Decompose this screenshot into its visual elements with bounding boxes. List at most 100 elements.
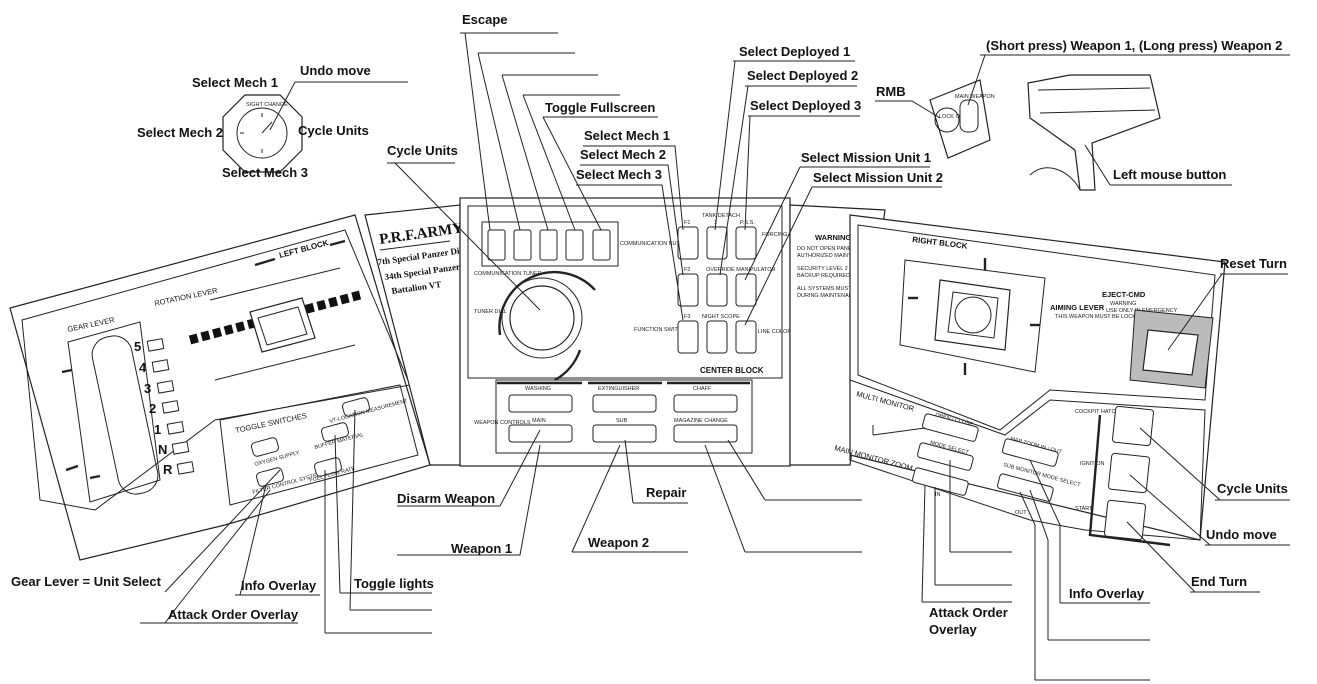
function-switches	[677, 226, 757, 354]
rmb-button[interactable]	[934, 107, 960, 133]
callout-disarm-weapon: Disarm Weapon	[397, 491, 495, 506]
left-block-panel: LEFT BLOCK GEAR LEVER 5 4 3 2 1 N R ROTA…	[9, 214, 431, 561]
fuel-flow-switch[interactable]	[314, 457, 343, 477]
warning-text: SECURITY LEVEL 2 OR HIGHER	[797, 266, 880, 272]
warning-text: DO NOT OPEN PANEL UNLESS	[797, 246, 878, 252]
aiming-lever[interactable]	[934, 279, 1011, 351]
gear-indicators: 5 4 3 2 1 N R	[134, 338, 195, 477]
eject-warning: WARNING	[1110, 301, 1136, 307]
select-mech-2-button[interactable]	[677, 273, 699, 307]
map-zoom-button[interactable]	[1002, 438, 1059, 467]
weapon-1-button[interactable]	[508, 424, 573, 443]
callout-reset-turn: Reset Turn	[1220, 256, 1287, 271]
select-mission-unit-1-button[interactable]	[735, 273, 757, 307]
callout-select-mech-1: Select Mech 1	[584, 128, 670, 143]
select-mech-3-button[interactable]	[677, 320, 699, 354]
ignition-label: IGNITION	[1080, 461, 1104, 467]
callout-select-mission-unit-2: Select Mission Unit 2	[813, 170, 943, 185]
gear-label: R	[163, 462, 173, 477]
callout-select-mech-3-knob: Select Mech 3	[222, 165, 308, 180]
callout-end-turn: End Turn	[1191, 574, 1247, 589]
cycle-units-button[interactable]	[1112, 405, 1154, 447]
warning-text: ALL SYSTEMS MUST BE SHUTDOWN	[797, 286, 894, 292]
buffer-material-switch[interactable]	[321, 422, 350, 442]
warning-text: DURING MAINTENANCE	[797, 293, 861, 299]
callout-select-deployed-1: Select Deployed 1	[739, 44, 850, 59]
center-block-panel: CENTER BLOCK COMMUNICATION BUTTONS COMMU…	[459, 197, 841, 467]
night-scope-label: NIGHT SCOPE	[702, 314, 740, 320]
oxygen-supply-switch[interactable]	[251, 437, 280, 457]
washing-button[interactable]	[508, 394, 573, 413]
function-switches-label: FUNCTION SWITCHES	[634, 327, 693, 333]
select-deployed-2-button[interactable]	[706, 273, 728, 307]
aiming-lever-sub: THIS WEAPON MUST BE LOCK ON TRIGGER	[1055, 314, 1172, 320]
callout-repair: Repair	[646, 485, 686, 500]
callout-select-mech-2-knob: Select Mech 2	[137, 125, 223, 140]
gear-lever-slot[interactable]	[89, 333, 161, 498]
filter-control-switch[interactable]	[256, 467, 285, 487]
gear-2-indicator[interactable]	[161, 400, 180, 414]
comm-button-3[interactable]	[539, 229, 558, 261]
out-label: OUT	[1015, 510, 1027, 516]
gear-label: N	[158, 442, 167, 457]
aiming-frame	[899, 259, 1046, 373]
multi-monitor-open-close-button[interactable]	[922, 413, 979, 442]
end-turn-button[interactable]	[1104, 499, 1146, 541]
callout-attack-order-left: Attack Order Overlay	[168, 607, 299, 622]
gear-5-indicator[interactable]	[146, 338, 165, 352]
gear-r-indicator[interactable]	[176, 461, 195, 475]
night-scope-button[interactable]	[706, 320, 728, 354]
select-deployed-1-button[interactable]	[706, 226, 728, 260]
sight-change-dial[interactable]	[236, 107, 288, 159]
main-monitor-zoom-button[interactable]	[912, 467, 969, 496]
override-label: OVERRIDE MANIPULATOR	[706, 267, 776, 273]
callout-weapon-2: Weapon 2	[588, 535, 649, 550]
gear-4-indicator[interactable]	[151, 359, 170, 373]
lock-on-label: LOCK ON	[939, 114, 964, 120]
callout-select-mission-unit-1: Select Mission Unit 1	[801, 150, 931, 165]
right-block-panel: RIGHT BLOCK AIMING LEVER THIS WEAPON MUS…	[833, 214, 1226, 547]
callout-attack-order-right: Attack Order	[929, 605, 1008, 620]
gear-label: 4	[139, 360, 147, 375]
chaff-button[interactable]	[673, 394, 738, 413]
gear-label: 2	[149, 401, 156, 416]
callout-attack-order-right-2: Overlay	[929, 622, 977, 637]
escape-button[interactable]	[487, 229, 506, 261]
extinguisher-label: EXTINGUISHER	[598, 386, 639, 392]
gear-n-indicator[interactable]	[171, 441, 190, 455]
f3-label: F3	[684, 314, 690, 320]
callout-toggle-fullscreen: Toggle Fullscreen	[545, 100, 655, 115]
callout-select-mech-3: Select Mech 3	[576, 167, 662, 182]
callout-cycle-units-dial: Cycle Units	[387, 143, 458, 158]
main-label: MAIN	[532, 418, 546, 424]
comm-button-2[interactable]	[513, 229, 532, 261]
reset-turn-button[interactable]	[1142, 329, 1199, 376]
weapon-2-button[interactable]	[592, 424, 657, 443]
callout-weapon-1: Weapon 1	[451, 541, 512, 556]
sub-monitor-mode-button[interactable]	[997, 473, 1054, 502]
vt-location-switch[interactable]	[342, 397, 371, 417]
callout-cycle-units-right: Cycle Units	[1217, 481, 1288, 496]
magazine-change-button[interactable]	[673, 424, 738, 443]
comm-button-4[interactable]	[565, 229, 584, 261]
rotation-lever[interactable]	[249, 297, 316, 353]
callout-cycle-units-knob: Cycle Units	[298, 123, 369, 138]
magazine-change-label: MAGAZINE CHANGE	[674, 418, 728, 424]
toggle-fullscreen-button[interactable]	[592, 229, 611, 261]
mode-select-button[interactable]	[917, 442, 974, 471]
tank-detach-label: TANK DETACH	[702, 213, 740, 219]
washing-label: WASHING	[525, 386, 551, 392]
gear-3-indicator[interactable]	[156, 380, 175, 394]
weapon-controls-label: WEAPON CONTROLS	[474, 420, 531, 426]
main-weapon-button[interactable]	[959, 99, 979, 133]
select-mech-1-button[interactable]	[677, 226, 699, 260]
extinguisher-button[interactable]	[592, 394, 657, 413]
select-deployed-3-button[interactable]	[735, 226, 757, 260]
select-mission-unit-2-button[interactable]	[735, 320, 757, 354]
eject-cmd-label: EJECT-CMD	[1102, 290, 1146, 299]
tuner-dial[interactable]	[509, 285, 575, 351]
start-label: START	[1075, 506, 1093, 512]
gear-1-indicator[interactable]	[166, 421, 185, 435]
callout-info-overlay-right: Info Overlay	[1069, 586, 1145, 601]
sight-change-label: SIGHT CHANGE	[246, 102, 288, 108]
